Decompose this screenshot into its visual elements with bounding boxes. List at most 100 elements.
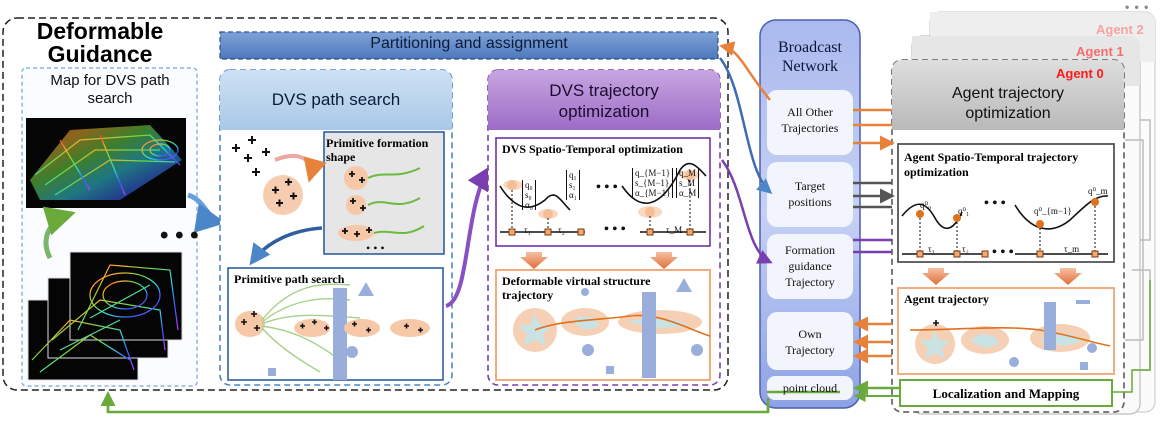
path-search-title: DVS path search [271, 90, 401, 109]
trajopt-title-line2: optimization [558, 102, 650, 121]
localization-label: Localization and Mapping [932, 386, 1080, 401]
guidance-title-line2: Guidance [47, 41, 153, 67]
guidance-title-line1: Deformable [36, 18, 164, 44]
agent-trajectory-label: Agent trajectory [904, 292, 989, 306]
agent-qm1: q⁰_{m−1} [1034, 206, 1072, 216]
agent-spatio-box [897, 143, 1115, 263]
primitive-formation-label: Primitive formation shape [326, 136, 444, 164]
broadcast-item-2-line3: Trajectory [785, 275, 835, 289]
state0-q: q₀ [525, 180, 533, 190]
stateM1-q: q_{M−1} [635, 168, 671, 178]
point-cloud-map-stack [27, 251, 183, 381]
map-to-path-arrow [187, 192, 226, 233]
agent-spatio-line1: Agent Spatio-Temporal trajectory [904, 150, 1079, 164]
partition-label: Partitioning and assignment [370, 35, 568, 52]
agent0-header [892, 60, 1124, 130]
agent-spatio-curve [901, 195, 1109, 258]
stateM1-a: α_{M−1} [635, 188, 671, 198]
agent-qm: q⁰_m [1088, 186, 1108, 196]
state1-q: q₁ [569, 170, 577, 180]
agent-label-0: Agent 0 [1056, 66, 1104, 81]
formation-to-path-arrow [249, 226, 323, 266]
broadcast-item-2-bg [767, 234, 853, 299]
agent-down-arrow-right [1054, 268, 1082, 285]
broadcast-title-line1: Broadcast [778, 39, 842, 56]
spatio-ellipsis: • • • [596, 180, 618, 195]
broadcast-item-2-line1: Formation [785, 243, 835, 257]
primitive-formation-line2: shape [326, 150, 356, 164]
broadcast-item-2: Formation guidance Trajectory [767, 242, 853, 290]
dvs-trajectory-label: Deformable virtual structure trajectory [502, 274, 650, 302]
agent-spatio-ellipsis: • • • [984, 196, 1006, 211]
agent-title-line2: optimization [965, 105, 1051, 122]
guidance-title: Deformable Guidance [34, 20, 166, 66]
broadcast-item-0: All Other Trajectories [767, 104, 853, 136]
broadcast-item-1-line1: Target [794, 179, 826, 193]
agent-spatio-ellipsis-2: • • • [992, 245, 1014, 260]
spatio-temporal-label: DVS Spatio-Temporal optimization [502, 142, 683, 156]
broadcast-item-3: Own Trajectory [767, 326, 853, 358]
partition-bar [219, 31, 719, 60]
agent-q01: q⁰₁ [958, 206, 970, 216]
spatio-temporal-curve [499, 162, 707, 236]
trajopt-title-line1: DVS trajectory [549, 81, 659, 100]
state-vector-1: q₁ s₁ α₁ [566, 170, 580, 200]
formation-shapes: • • • [338, 166, 425, 255]
state-vector-M1: q_{M−1} s_{M−1} α_{M−1} [632, 168, 674, 198]
stateM-a: α_M [679, 188, 697, 198]
trajopt-title: DVS trajectory optimization [488, 80, 720, 122]
agent-label-1: Agent 1 [1076, 44, 1124, 59]
state1-a: α₁ [569, 190, 577, 200]
broadcast-to-partition-arrow [719, 41, 771, 101]
dvs-trajectory-scene [513, 278, 711, 378]
broadcast-item-3-line2: Trajectory [785, 343, 835, 357]
dvs-trajectory-line1: Deformable virtual structure [502, 274, 651, 288]
state0-a: α₀ [525, 200, 533, 210]
stateM-s: s_M [679, 178, 696, 188]
agent-tau-2: τ₂ [962, 244, 969, 254]
trajopt-header [488, 70, 720, 130]
stateM1-s: s_{M−1} [635, 178, 670, 188]
map-title-line2: search [87, 90, 133, 107]
agent-label-2: Agent 2 [1096, 22, 1144, 37]
dvs-trajectory-line2: trajectory [502, 288, 554, 302]
broadcast-item-4-bg [767, 376, 853, 400]
agent-spatio-line2: optimization [904, 165, 969, 179]
map-ellipsis: • • • [160, 222, 199, 249]
down-arrow-right [650, 252, 678, 269]
agent-tau-m: τ_m [1064, 244, 1080, 254]
broadcast-item-1-line2: positions [788, 195, 832, 209]
path-search-scene [235, 282, 430, 380]
primitive-formation-line1: Primitive formation [326, 136, 429, 150]
path-search-header [220, 70, 452, 130]
formation-blob [263, 175, 303, 215]
broadcast-item-4: point cloud [782, 381, 838, 395]
state-vector-M: q_M s_M α_M [676, 168, 700, 198]
agent-down-arrow-left [922, 268, 950, 285]
primitive-path-label: Primitive path search [234, 272, 345, 286]
broadcast-title: Broadcast Network [760, 38, 860, 76]
map-cycle-arrow [42, 206, 76, 260]
broadcast-agent-arrows [853, 108, 1151, 402]
broadcast-item-3-bg [767, 312, 853, 370]
down-arrow-left [520, 252, 548, 269]
tau-2: τ₂ [558, 225, 565, 235]
point-cloud-map-1 [26, 118, 186, 208]
broadcast-title-line2: Network [782, 58, 838, 75]
state0-s: s₀ [525, 190, 532, 200]
broadcast-item-0-line1: All Other [787, 105, 833, 119]
agent-spatio-label: Agent Spatio-Temporal trajectory optimiz… [904, 150, 1078, 180]
map-title-line1: Map for DVS path [50, 72, 170, 89]
guidance-frame [2, 17, 729, 391]
tau-1: τ₁ [524, 225, 531, 235]
agent-stack-ellipsis: • • • [1125, 0, 1150, 14]
broadcast-item-1: Target positions [767, 178, 853, 210]
state1-s: s₁ [569, 180, 576, 190]
agent-trajectory-scene [909, 300, 1111, 370]
path-to-trajopt-arrow [445, 165, 491, 308]
broadcast-item-3-line1: Own [798, 327, 822, 341]
formation-primitives [232, 136, 270, 176]
spatio-ellipsis-2: • • • [604, 222, 626, 237]
state-vector-0: q₀ s₀ α₀ [522, 180, 536, 210]
